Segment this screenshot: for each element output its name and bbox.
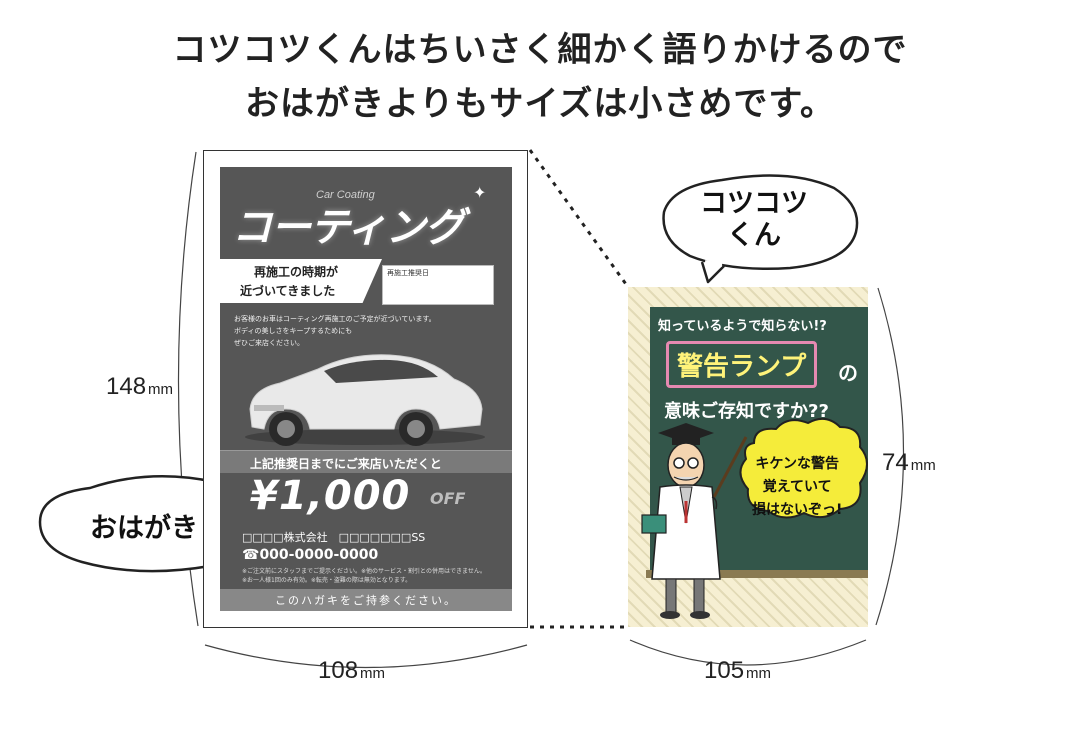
speech-line-3: 損はないぞっ! xyxy=(752,502,843,518)
card-height-value: 74 xyxy=(882,449,909,476)
professor-illustration xyxy=(641,417,868,619)
card-width-value: 105 xyxy=(704,657,745,684)
postcard-price: ¥1,000 xyxy=(250,473,411,519)
card-warning-lamp: 警告ランプ xyxy=(666,341,818,388)
kotsukotsu-bubble-tail xyxy=(700,261,725,284)
kotsukotsu-bubble-label: コツコツ くん xyxy=(700,188,808,252)
ribbon-line-2: 近づいてきました xyxy=(240,284,336,298)
postcard: Car Coating コーティング ✦ 再施工の時期が 近づいてきました 再施… xyxy=(203,150,528,628)
body-line-1: お客様のお車はコーティング再施工のご予定が近づいています。 xyxy=(234,315,436,323)
unit-mm: mm xyxy=(360,665,386,682)
unit-mm: mm xyxy=(910,457,936,474)
professor-speech: キケンな警告 覚えていて 損はないぞっ! xyxy=(752,453,842,522)
unit-mm: mm xyxy=(746,665,772,682)
speech-line-2: 覚えていて xyxy=(762,479,832,495)
unit-mm: mm xyxy=(148,381,174,398)
blackboard-ledge xyxy=(646,570,868,578)
body-line-2: ボディの美しさをキープするためにも xyxy=(234,327,353,335)
postcard-note: ※ご注文前にスタッフまでご提示ください。※他のサービス・割引との併用はできません… xyxy=(242,567,486,585)
card-line-3: 意味ご存知ですか?? xyxy=(664,401,829,422)
sparkle-icon: ✦ xyxy=(473,183,487,202)
kotsukotsu-card: 知っているようで知らない!? 警告ランプ の 意味ご存知ですか?? キケンな警告… xyxy=(628,287,868,627)
postcard-bubble-label: おはがき xyxy=(90,513,198,544)
postcard-footer-text: このハガキをご持参ください。 xyxy=(275,594,457,607)
headline-line-1: コツコツくんはちいさく細かく語りかけるので xyxy=(172,30,908,70)
note-line-1: ※ご注文前にスタッフまでご提示ください。※他のサービス・割引との併用はできません… xyxy=(242,568,486,575)
postcard-title: コーティング xyxy=(232,205,465,251)
card-particle: の xyxy=(838,361,858,385)
postcard-ribbon: 再施工の時期が 近づいてきました xyxy=(220,259,382,303)
book-icon xyxy=(641,514,667,534)
pointer-stick xyxy=(712,436,748,498)
postcard-width-value: 108 xyxy=(318,657,359,684)
speech-cloud-shape xyxy=(739,417,868,519)
body-line-3: ぜひご来店ください。 xyxy=(234,339,304,347)
postcard-price-suffix: OFF xyxy=(430,489,466,508)
postcard-footer: このハガキをご持参ください。 xyxy=(220,589,512,611)
postcard-phone: ☎000-0000-0000 xyxy=(242,547,379,563)
postcard-width-arc xyxy=(204,644,528,669)
postcard-design: Car Coating コーティング ✦ 再施工の時期が 近づいてきました 再施… xyxy=(220,167,512,611)
card-width-arc xyxy=(629,639,867,666)
recommended-date-box: 再施工推奨日 xyxy=(382,265,494,305)
postcard-body-text: お客様のお車はコーティング再施工のご予定が近づいています。 ボディの美しさをキー… xyxy=(234,313,436,349)
note-line-2: ※お一人様1回のみ有効。※転売・盗難の際は無効となります。 xyxy=(242,577,412,584)
recommended-date-label: 再施工推奨日 xyxy=(387,269,429,277)
headline-line-2: おはがきよりもサイズは小さめです。 xyxy=(245,84,835,124)
postcard-offer-band: 上記推奨日までにご来店いただくと xyxy=(220,450,512,473)
bubble-label-line-1: コツコツ xyxy=(700,188,808,219)
speech-line-1: キケンな警告 xyxy=(755,456,839,472)
postcard-company: □□□□株式会社 □□□□□□□SS xyxy=(242,531,426,544)
postcard-height-value: 148 xyxy=(106,373,147,400)
card-line-1: 知っているようで知らない!? xyxy=(658,319,827,334)
car-icon xyxy=(245,354,485,446)
top-connector-line xyxy=(528,149,630,288)
kotsukotsu-bubble-shape xyxy=(662,174,859,271)
offer-band-text: 上記推奨日までにご来店いただくと xyxy=(250,457,442,471)
card-height-arc xyxy=(875,287,905,626)
ribbon-line-1: 再施工の時期が xyxy=(254,265,339,279)
postcard-title-small: Car Coating xyxy=(316,189,375,201)
bubble-label-line-2: くん xyxy=(727,220,781,251)
